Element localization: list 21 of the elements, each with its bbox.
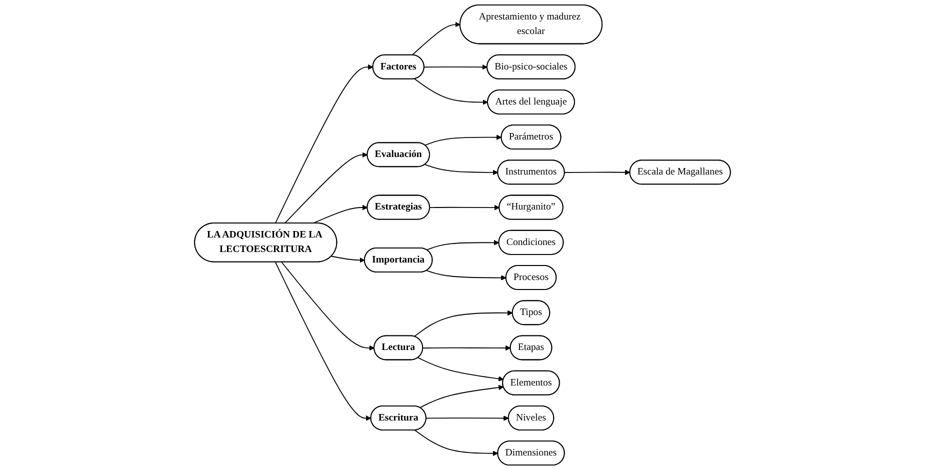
arrow bbox=[414, 430, 498, 456]
arrow bbox=[274, 64, 374, 224]
arrow bbox=[429, 204, 500, 210]
arrow bbox=[424, 164, 498, 176]
arrow bbox=[274, 262, 372, 421]
arrow bbox=[331, 256, 365, 263]
arrow bbox=[418, 357, 504, 382]
arrow bbox=[564, 170, 630, 176]
arrow bbox=[426, 240, 500, 250]
arrow bbox=[422, 345, 511, 351]
arrow bbox=[426, 270, 506, 280]
arrow bbox=[424, 64, 488, 70]
arrow bbox=[284, 152, 368, 224]
arrow bbox=[424, 134, 502, 146]
arrow bbox=[414, 310, 513, 337]
arrow bbox=[281, 262, 375, 351]
arrow bbox=[419, 384, 504, 408]
arrow bbox=[412, 22, 460, 56]
arrow bbox=[426, 416, 509, 421]
arrow bbox=[414, 78, 488, 105]
arrow bbox=[312, 204, 368, 224]
